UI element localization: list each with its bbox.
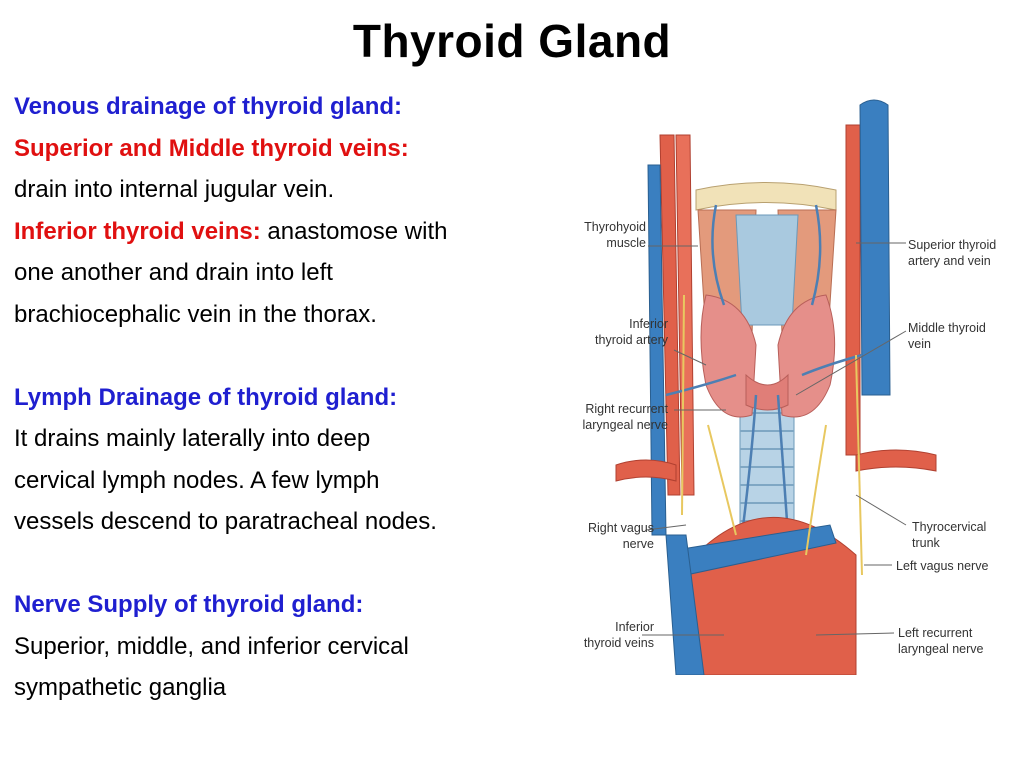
sup-mid-veins-heading: Superior and Middle thyroid veins: bbox=[14, 134, 409, 162]
thyroid-anatomy-figure: Thyrohyoid muscle Inferior thyroid arter… bbox=[556, 95, 1024, 676]
label-right-vagus: Right vagus nerve bbox=[587, 521, 654, 551]
lymph-heading: Lymph Drainage of thyroid gland: bbox=[14, 383, 398, 411]
lymph-line-2: cervical lymph nodes. A few lymph bbox=[14, 466, 380, 494]
thyroid-anatomy-illustration bbox=[615, 99, 937, 676]
label-superior-thyroid: Superior thyroid artery and vein bbox=[908, 238, 997, 268]
label-thyrohyoid: Thyrohyoid muscle bbox=[584, 220, 646, 250]
label-thyrocervical-trunk: Thyrocervical trunk bbox=[912, 520, 987, 550]
inf-veins-heading: Inferior thyroid veins: bbox=[14, 217, 261, 245]
label-inferior-thyroid-artery: Inferior thyroid artery bbox=[595, 317, 668, 347]
label-left-recurrent-laryngeal: Left recurrent laryngeal nerve bbox=[898, 626, 984, 656]
slide-title: Thyroid Gland bbox=[352, 15, 672, 67]
nerve-heading: Nerve Supply of thyroid gland: bbox=[14, 591, 364, 618]
lymph-line-1: It drains mainly laterally into deep bbox=[14, 425, 371, 452]
label-inferior-thyroid-veins: Inferior thyroid veins bbox=[583, 620, 654, 650]
label-left-vagus: Left vagus nerve bbox=[896, 559, 989, 573]
label-right-recurrent-laryngeal: Right recurrent laryngeal nerve bbox=[582, 402, 668, 432]
venous-heading: Venous drainage of thyroid gland: bbox=[14, 93, 403, 120]
inf-veins-text-3: brachiocephalic vein in the thorax. bbox=[14, 300, 377, 328]
slide-body: Venous drainage of thyroid gland: Superi… bbox=[14, 86, 574, 709]
nerve-line-1: Superior, middle, and inferior cervical bbox=[14, 632, 409, 660]
label-middle-thyroid-vein: Middle thyroid vein bbox=[908, 321, 986, 351]
inf-veins-text-2: one another and drain into left bbox=[14, 259, 333, 286]
sup-mid-veins-text: drain into internal jugular vein. bbox=[14, 176, 335, 203]
nerve-line-2: sympathetic ganglia bbox=[14, 674, 227, 701]
inf-veins-text-1: anastomose with bbox=[260, 217, 448, 245]
lymph-line-3: vessels descend to paratracheal nodes. bbox=[14, 508, 437, 535]
inf-veins-line: Inferior thyroid veins: anastomose with bbox=[14, 211, 574, 253]
